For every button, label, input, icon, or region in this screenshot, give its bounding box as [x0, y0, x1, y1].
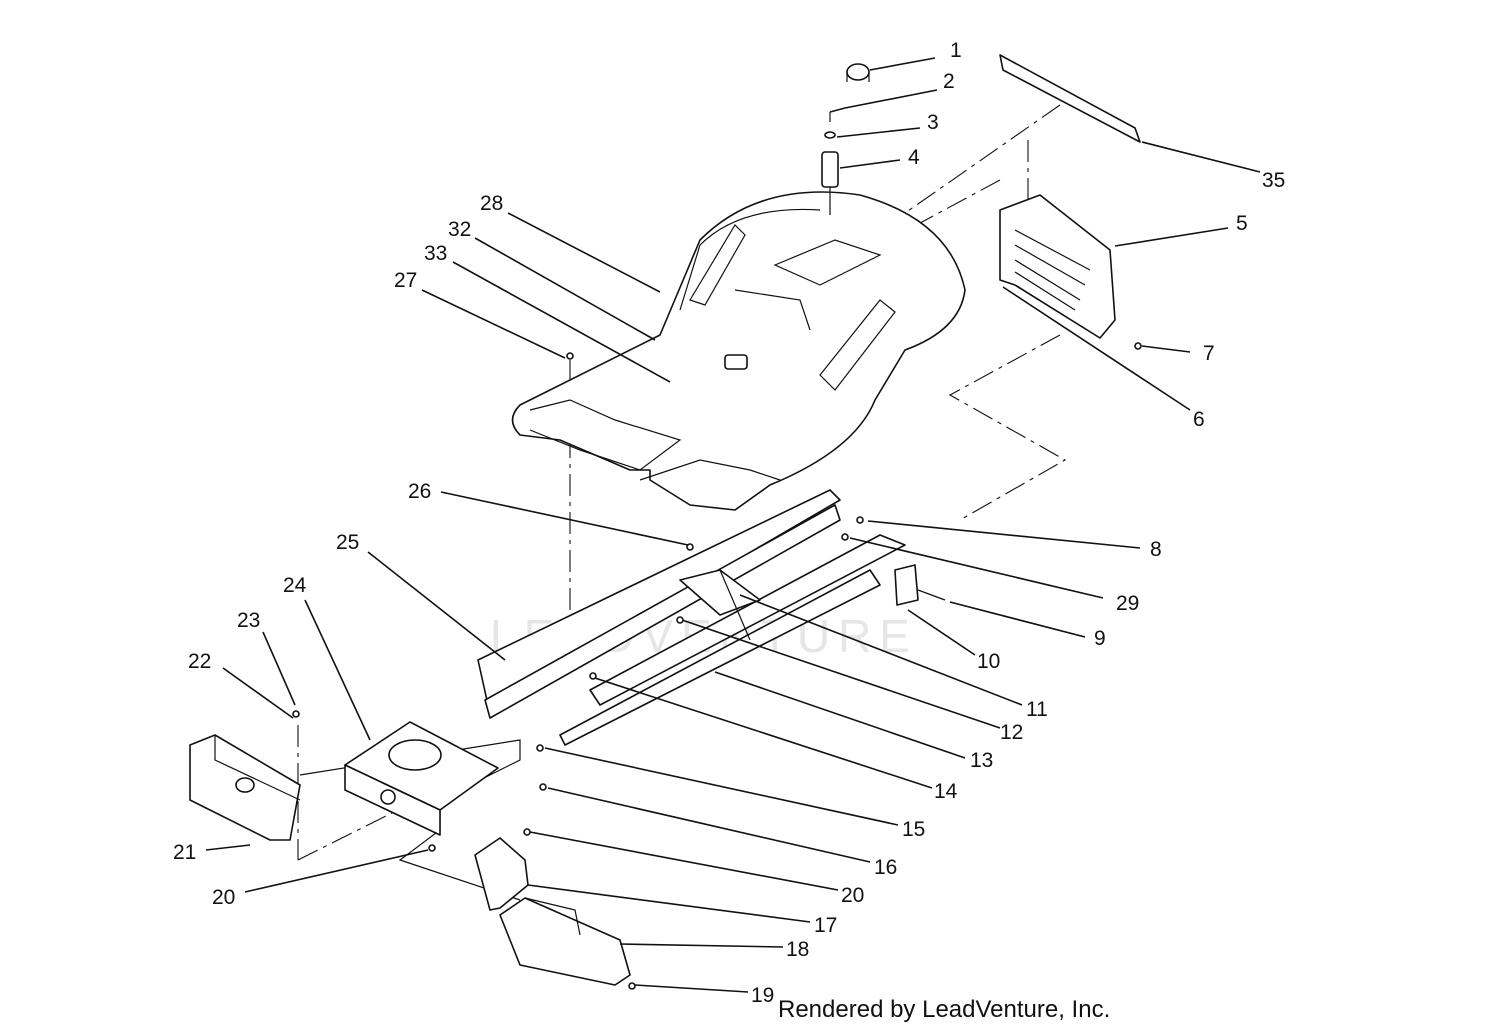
callout-28: 28	[480, 192, 503, 215]
callout-12: 12	[1000, 721, 1023, 744]
credit-text: Rendered by LeadVenture, Inc.	[778, 996, 1110, 1023]
callout-29: 29	[1116, 592, 1139, 615]
callout-1: 1	[950, 39, 962, 62]
front-bracket	[189, 734, 301, 841]
callout-7: 7	[1203, 342, 1215, 365]
callout-21: 21	[173, 841, 196, 864]
callout-19: 19	[751, 984, 774, 1007]
callout-11: 11	[1026, 698, 1048, 721]
leader-lines	[205, 57, 1261, 993]
callout-3: 3	[927, 111, 939, 134]
callout-10: 10	[977, 650, 1000, 673]
callout-9: 9	[1094, 627, 1106, 650]
callout-32: 32	[448, 218, 471, 241]
callout-2: 2	[943, 70, 955, 93]
callout-16: 16	[874, 856, 897, 879]
rear-bracket	[999, 54, 1141, 143]
hardware-dots	[292, 342, 1142, 990]
callout-4: 4	[908, 146, 920, 169]
callout-13: 13	[970, 749, 993, 772]
callout-labels: 1 2 3 4 35 5 7 6 28 32 33 27 26 8 29 9 1…	[173, 39, 1285, 1007]
callout-22: 22	[188, 650, 211, 673]
callout-33: 33	[424, 242, 447, 265]
callout-24: 24	[283, 574, 307, 597]
callout-6: 6	[1193, 408, 1205, 431]
callout-20b: 20	[841, 884, 864, 907]
seat-knob-assembly	[821, 63, 870, 215]
callout-20a: 20	[212, 886, 235, 909]
callout-26: 26	[408, 480, 431, 503]
callout-23: 23	[237, 609, 260, 632]
callout-5: 5	[1236, 212, 1248, 235]
callout-18: 18	[786, 938, 809, 961]
side-cover	[999, 194, 1116, 339]
callout-17: 17	[814, 914, 837, 937]
callout-27: 27	[394, 269, 417, 292]
frame-rails	[477, 489, 946, 746]
callout-8: 8	[1150, 538, 1162, 561]
callout-14: 14	[934, 780, 958, 803]
engine-plate	[344, 721, 499, 836]
seat-pan	[511, 191, 966, 511]
callout-35: 35	[1262, 169, 1285, 192]
lower-guards	[474, 837, 631, 986]
callout-15: 15	[902, 818, 925, 841]
callout-25: 25	[336, 531, 359, 554]
